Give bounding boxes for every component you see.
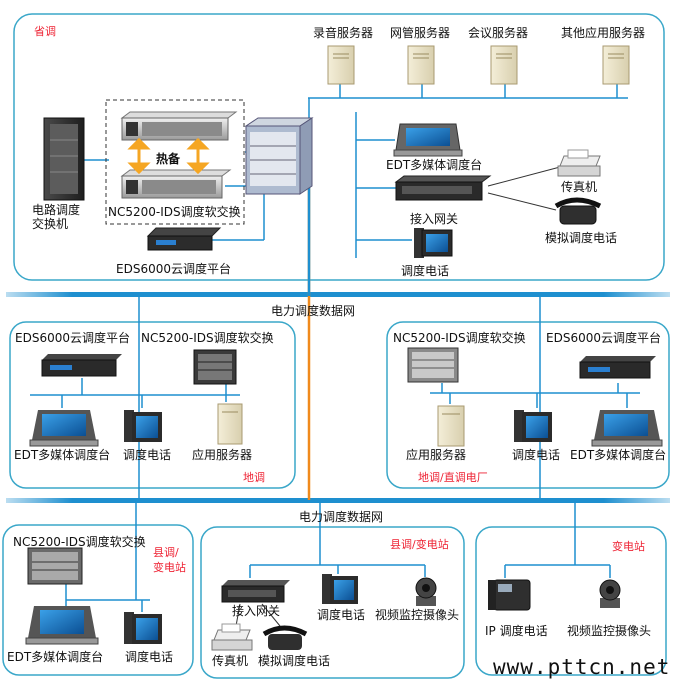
plant-nc5200-icon: [407, 347, 459, 383]
fax-label: 传真机: [561, 180, 598, 194]
nms-server-icon: [407, 45, 435, 85]
county-a-frame: [2, 524, 194, 676]
other-server-label: 其他应用服务器: [561, 26, 646, 40]
county-b-camera-label: 视频监控摄像头: [375, 608, 460, 622]
county-b-analog-phone-icon: [262, 625, 308, 650]
county-a-phone-icon: [124, 612, 162, 644]
county-a-edt-label: EDT多媒体调度台: [7, 650, 104, 664]
network-label-2: 电力调度数据网: [299, 510, 384, 524]
regional-eds6000-label: EDS6000云调度平台: [15, 331, 130, 345]
gateway-label: 接入网关: [410, 212, 459, 226]
network-label-1: 电力调度数据网: [271, 304, 356, 318]
county-a-nc5200-icon: [27, 547, 83, 585]
province-tag: 省调: [34, 25, 56, 38]
regional-eds6000-icon: [41, 354, 122, 377]
county-a-tag: 县调/ 变电站: [153, 546, 186, 574]
eds6000-label: EDS6000云调度平台: [116, 262, 231, 276]
regional-tag: 地调: [243, 471, 265, 484]
plant-edt-label: EDT多媒体调度台: [570, 448, 667, 462]
substation-tag: 变电站: [612, 540, 645, 553]
hot-standby-label: 热备: [156, 152, 181, 166]
plant-phone-icon: [514, 410, 552, 442]
regional-phone-label: 调度电话: [123, 448, 172, 462]
regional-frame: [9, 321, 296, 489]
nc5200-label: NC5200-IDS调度软交换: [108, 205, 241, 219]
analog-phone-icon: [554, 197, 602, 225]
access-gateway-icon: [394, 175, 492, 201]
nms-server-label: 网管服务器: [390, 26, 451, 40]
substation-ip-phone-label: IP 调度电话: [485, 624, 548, 638]
county-b-tag: 县调/变电站: [390, 538, 449, 551]
plant-eds6000-icon: [579, 356, 656, 379]
other-app-server-icon: [602, 45, 630, 85]
plant-tag: 地调/直调电厂: [418, 471, 488, 484]
edt-label: EDT多媒体调度台: [386, 158, 483, 172]
county-b-camera-icon: [415, 577, 437, 606]
plant-eds6000-label: EDS6000云调度平台: [546, 331, 661, 345]
county-b-analog-phone-label: 模拟调度电话: [258, 654, 331, 668]
regional-edt-icon: [29, 410, 99, 447]
regional-nc5200-icon: [193, 349, 237, 385]
conference-server-label: 会议服务器: [468, 26, 529, 40]
watermark: www.pttcn.net: [493, 655, 671, 679]
eds6000-platform-icon: [146, 227, 222, 251]
regional-app-server-label: 应用服务器: [192, 448, 253, 462]
plant-nc5200-label: NC5200-IDS调度软交换: [393, 331, 526, 345]
province-frame: [13, 13, 665, 281]
network-bus-1: [6, 292, 670, 297]
recording-server-label: 录音服务器: [313, 26, 374, 40]
circuit-switch-label: 电路调度 交换机: [32, 203, 81, 231]
hot-standby-arrow-icon: [127, 137, 210, 175]
plant-frame: [386, 321, 670, 489]
county-b-fax-label: 传真机: [212, 654, 249, 668]
county-b-gateway-label: 接入网关: [232, 604, 281, 618]
plant-app-server-icon: [437, 405, 465, 447]
edt-console-icon: [393, 123, 463, 157]
substation-ip-phone-icon: [488, 579, 531, 611]
county-b-frame: [200, 526, 465, 679]
analog-phone-label: 模拟调度电话: [545, 231, 618, 245]
county-a-phone-label: 调度电话: [125, 650, 174, 664]
core-switch-icon: [244, 117, 314, 195]
regional-app-server-icon: [217, 403, 243, 445]
county-a-edt-icon: [25, 606, 99, 645]
phone-label: 调度电话: [401, 264, 450, 278]
nc5200-primary-icon: [120, 111, 238, 141]
network-bus-2: [6, 498, 670, 503]
plant-edt-icon: [591, 410, 663, 447]
county-b-gateway-icon: [221, 580, 290, 603]
county-b-phone-label: 调度电话: [317, 608, 366, 622]
regional-nc5200-label: NC5200-IDS调度软交换: [141, 331, 274, 345]
county-b-phone-icon: [322, 574, 358, 604]
plant-phone-label: 调度电话: [512, 448, 561, 462]
regional-phone-icon: [124, 410, 162, 442]
substation-frame: [475, 526, 667, 676]
hot-standby-frame: [105, 99, 245, 225]
conference-server-icon: [490, 45, 518, 85]
fax-machine-icon: [557, 149, 601, 177]
video-phone-icon: [414, 228, 453, 258]
county-a-nc5200-label: NC5200-IDS调度软交换: [13, 535, 146, 549]
substation-camera-label: 视频监控摄像头: [567, 624, 652, 638]
substation-camera-icon: [599, 579, 621, 608]
plant-app-server-label: 应用服务器: [406, 448, 467, 462]
nc5200-standby-icon: [120, 169, 232, 199]
county-b-fax-icon: [211, 623, 253, 651]
regional-edt-label: EDT多媒体调度台: [14, 448, 111, 462]
circuit-switch-rack-icon: [43, 117, 85, 201]
recording-server-icon: [327, 45, 355, 85]
